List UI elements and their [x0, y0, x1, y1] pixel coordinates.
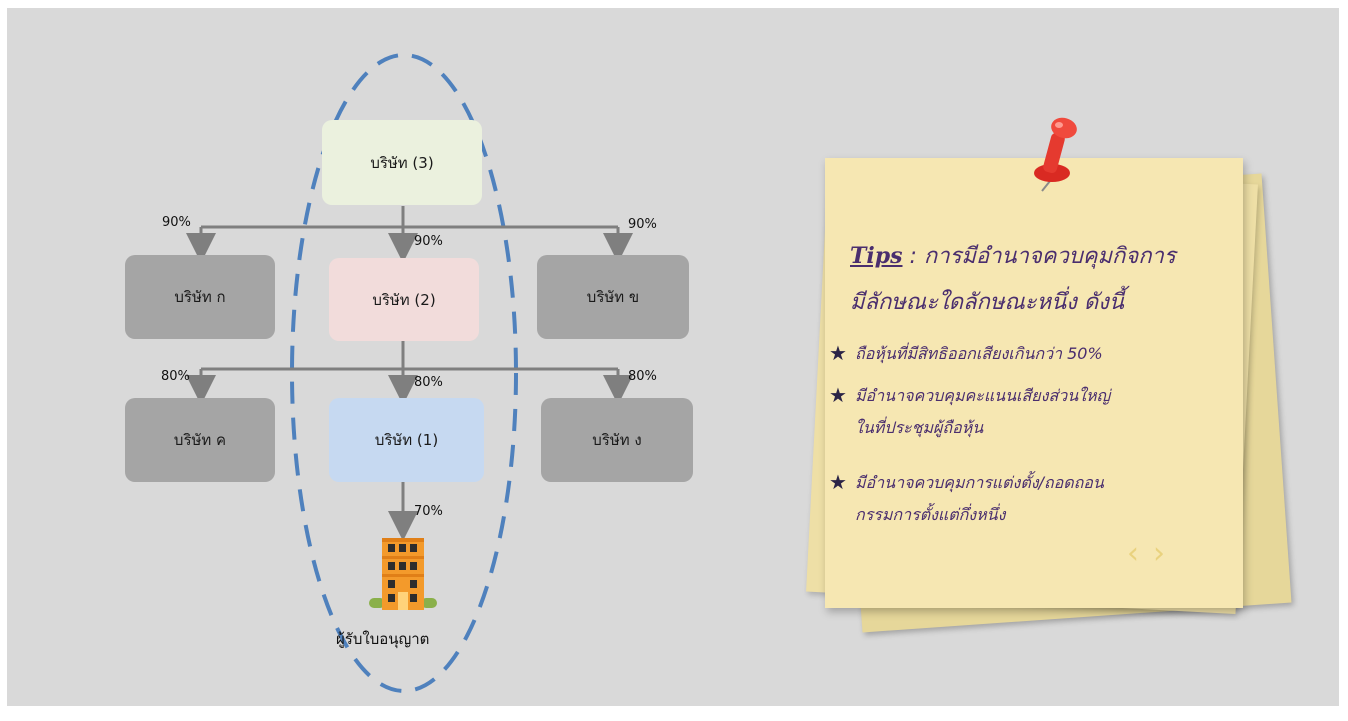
- tips-title-line2: มีลักษณะใดลักษณะหนึ่ง ดังนี้: [850, 290, 1124, 315]
- pct-row2-mid: 80%: [414, 375, 443, 390]
- tip-item: ★ มีอำนาจควบคุมการแต่งตั้ง/ถอดถอน กรรมกา…: [829, 467, 1229, 531]
- company-kho2-box: บริษัท ค: [125, 398, 275, 482]
- slide-canvas: บริษัท (3) บริษัท ก บริษัท (2) บริษัท ข …: [7, 8, 1339, 706]
- company-ko-box: บริษัท ก: [125, 255, 275, 339]
- star-icon: ★: [829, 470, 847, 494]
- pct-row1-mid: 90%: [414, 234, 443, 249]
- company-2-box: บริษัท (2): [329, 258, 479, 341]
- company-kho-box: บริษัท ข: [537, 255, 689, 339]
- tips-title-rest: : การมีอำนาจควบคุมกิจการ: [902, 244, 1176, 269]
- star-icon: ★: [829, 341, 847, 365]
- tip-item-text: มีอำนาจควบคุมคะแนนเสียงส่วนใหญ่ ในที่ประ…: [855, 386, 1111, 437]
- tip-item-text: มีอำนาจควบคุมการแต่งตั้ง/ถอดถอน กรรมการต…: [855, 473, 1104, 524]
- pct-row2-left: 80%: [161, 369, 190, 384]
- group-dashed-ellipse: [290, 53, 518, 693]
- pct-row1-left: 90%: [162, 215, 191, 230]
- ownership-connectors: [186, 53, 633, 693]
- pct-row2-right: 80%: [628, 369, 657, 384]
- note-paper-front: [825, 158, 1243, 608]
- pct-row1-right: 90%: [628, 217, 657, 232]
- company-3-box: บริษัท (3): [322, 120, 482, 205]
- pushpin-icon: [1034, 117, 1077, 192]
- tip-item: ★ มีอำนาจควบคุมคะแนนเสียงส่วนใหญ่ ในที่ป…: [829, 380, 1229, 444]
- licensee-label: ผู้รับใบอนุญาต: [336, 630, 430, 648]
- company-1-box: บริษัท (1): [329, 398, 484, 482]
- slide-nav: ‹›: [1127, 536, 1179, 571]
- pct-license: 70%: [414, 504, 443, 519]
- chevron-right-icon[interactable]: ›: [1153, 536, 1179, 571]
- company-ngo-box: บริษัท ง: [541, 398, 693, 482]
- tips-title: Tips : การมีอำนาจควบคุมกิจการ มีลักษณะใด…: [850, 233, 1230, 326]
- tip-item: ★ ถือหุ้นที่มีสิทธิออกเสียงเกินกว่า 50%: [829, 338, 1229, 370]
- chevron-left-icon[interactable]: ‹: [1127, 536, 1153, 571]
- tips-word: Tips: [850, 243, 903, 269]
- star-icon: ★: [829, 383, 847, 407]
- building-icon: [369, 538, 437, 610]
- tip-item-text: ถือหุ้นที่มีสิทธิออกเสียงเกินกว่า 50%: [855, 344, 1103, 363]
